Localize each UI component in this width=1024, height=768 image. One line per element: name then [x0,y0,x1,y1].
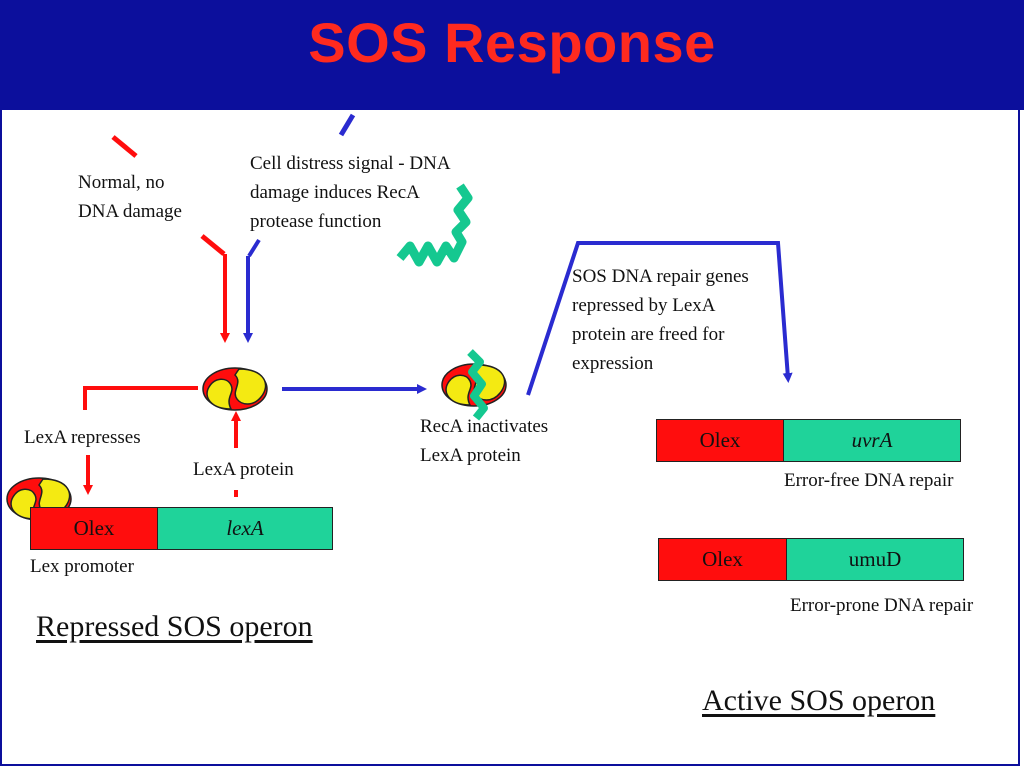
umud-gene-segment: umuD [786,539,963,580]
reca-bound-squiggle-icon [467,349,488,421]
lexa-protein-label: LexA protein [193,459,294,480]
olex-promoter-segment: Olex [31,508,157,549]
slide-frame [0,110,1020,766]
sos-genes-label: SOS DNA repair genes repressed by LexA p… [572,266,749,374]
normal-label: Normal, no DNA damage [78,172,182,222]
reca-inactivates-label: RecA inactivates LexA protein [420,416,549,466]
blue-signal-stroke-top [338,113,356,137]
lexa-gene-segment: lexA [157,508,332,549]
active-operon-label: Active SOS operon [702,684,936,717]
red-repress-bracket [83,386,198,410]
error-prone-label: Error-prone DNA repair [790,595,974,616]
olex-promoter-segment-uvra: Olex [657,420,783,461]
repressed-operon-box: Olex lexA [30,507,333,550]
lexa-dimer-center-icon [202,367,268,411]
umud-operon-box: Olex umuD [658,538,964,581]
title-bar: SOS Response [0,0,1024,110]
uvra-gene-segment: uvrA [783,420,960,461]
lexa-represses-label: LexA represses [24,427,141,448]
error-free-label: Error-free DNA repair [784,470,954,491]
blue-signal-stroke-mid [247,238,261,258]
distress-label: Cell distress signal - DNA damage induce… [250,153,451,232]
uvra-operon-box: Olex uvrA [656,419,961,462]
repressed-operon-label: Repressed SOS operon [36,610,313,643]
red-signal-stroke-mid [200,234,226,256]
lex-promoter-label: Lex promoter [30,556,134,577]
reca-squiggle-icon [396,183,473,267]
red-signal-stroke-top [111,135,138,158]
slide-title: SOS Response [308,11,716,74]
blue-release-bracket [526,241,793,396]
olex-promoter-segment-umud: Olex [659,539,786,580]
